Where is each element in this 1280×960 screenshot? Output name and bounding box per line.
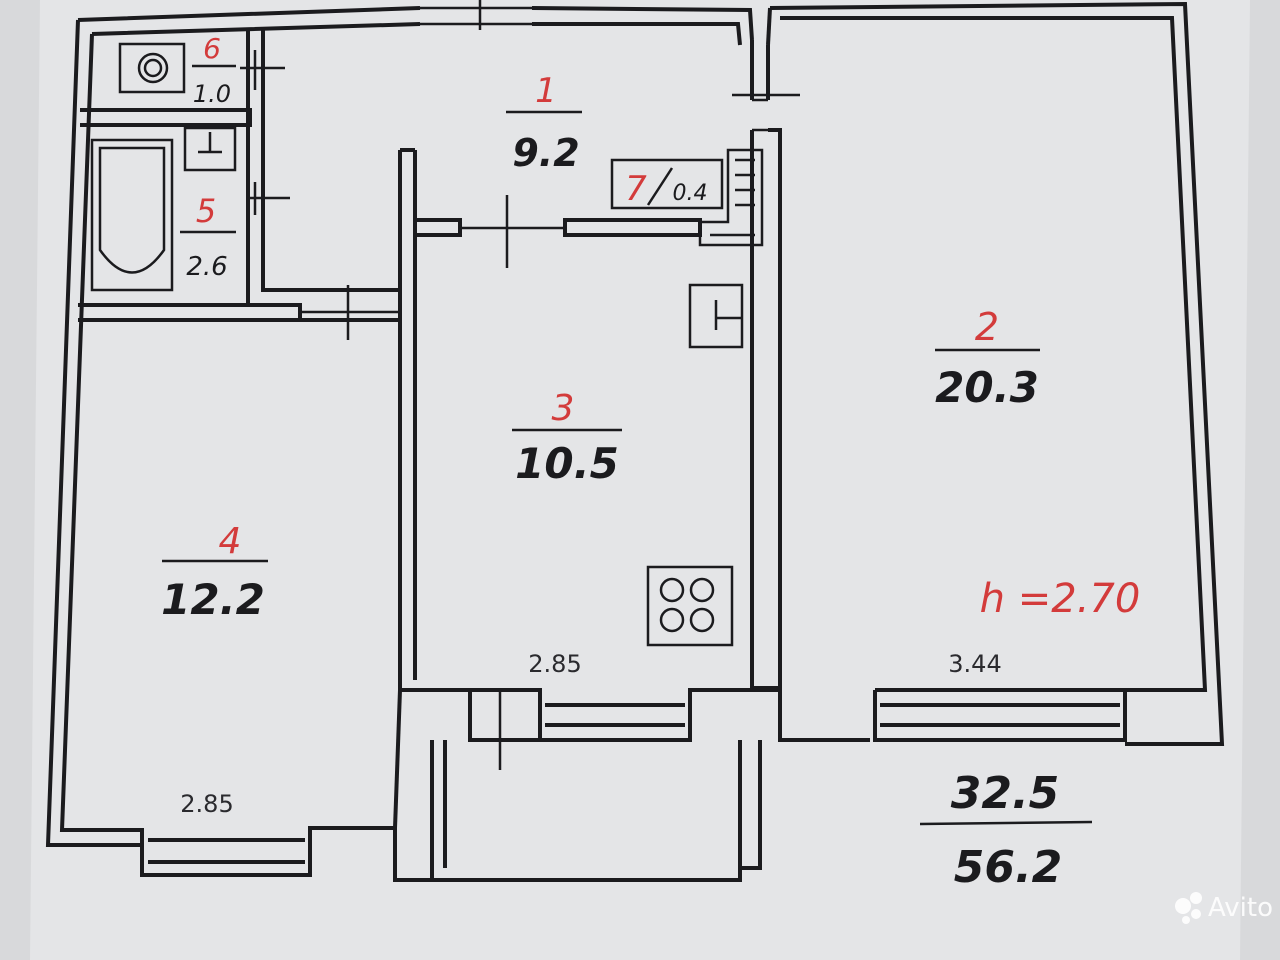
kitchen-width-dimension: 2.85 — [528, 650, 581, 678]
toilet-icon — [118, 42, 186, 94]
svg-text:0.4: 0.4 — [673, 181, 708, 206]
bedroom-width-dimension: 2.85 — [180, 790, 233, 818]
svg-text:20.3: 20.3 — [935, 363, 1039, 412]
outer-walls — [45, 1, 1225, 847]
paper-sheet — [30, 0, 1250, 960]
door-marks — [240, 0, 800, 770]
stove-icon — [646, 565, 734, 647]
ceiling-height-note: h =2.70 — [980, 576, 1141, 622]
room-7-label: 7 0.4 — [625, 167, 708, 209]
room-1-label: 1 9.2 — [506, 71, 582, 175]
interior-walls — [78, 30, 1127, 882]
living-width-dimension: 3.44 — [948, 650, 1001, 678]
total-area: 56.2 — [954, 842, 1063, 893]
kitchen-sink-icon — [688, 283, 744, 349]
svg-text:2: 2 — [975, 305, 999, 349]
avito-watermark: Avito — [1175, 892, 1273, 924]
area-totals: 32.5 56.2 — [919, 768, 1093, 893]
svg-text:4: 4 — [219, 521, 242, 562]
watermark-text: Avito — [1208, 893, 1273, 923]
svg-text:1.0: 1.0 — [193, 80, 231, 108]
closet — [610, 158, 724, 210]
vent-shaft-icon — [698, 148, 764, 247]
svg-text:5: 5 — [196, 192, 216, 230]
svg-text:12.2: 12.2 — [161, 575, 265, 624]
svg-text:7: 7 — [625, 169, 647, 209]
room-4-label: 4 12.2 — [161, 521, 268, 624]
room-6-label: 6 1.0 — [192, 32, 236, 108]
svg-text:1: 1 — [535, 71, 557, 111]
room-5-label: 5 2.6 — [180, 192, 236, 282]
svg-text:6: 6 — [203, 32, 221, 65]
room-2-label: 2 20.3 — [935, 305, 1040, 412]
room-3-label: 3 10.5 — [512, 388, 622, 488]
bathtub-icon — [90, 138, 174, 292]
svg-text:2.6: 2.6 — [186, 252, 227, 282]
svg-text:3: 3 — [552, 388, 575, 429]
sink-icon — [183, 126, 237, 172]
living-area-total: 32.5 — [951, 768, 1060, 819]
svg-text:9.2: 9.2 — [512, 131, 579, 175]
svg-text:10.5: 10.5 — [515, 439, 619, 488]
